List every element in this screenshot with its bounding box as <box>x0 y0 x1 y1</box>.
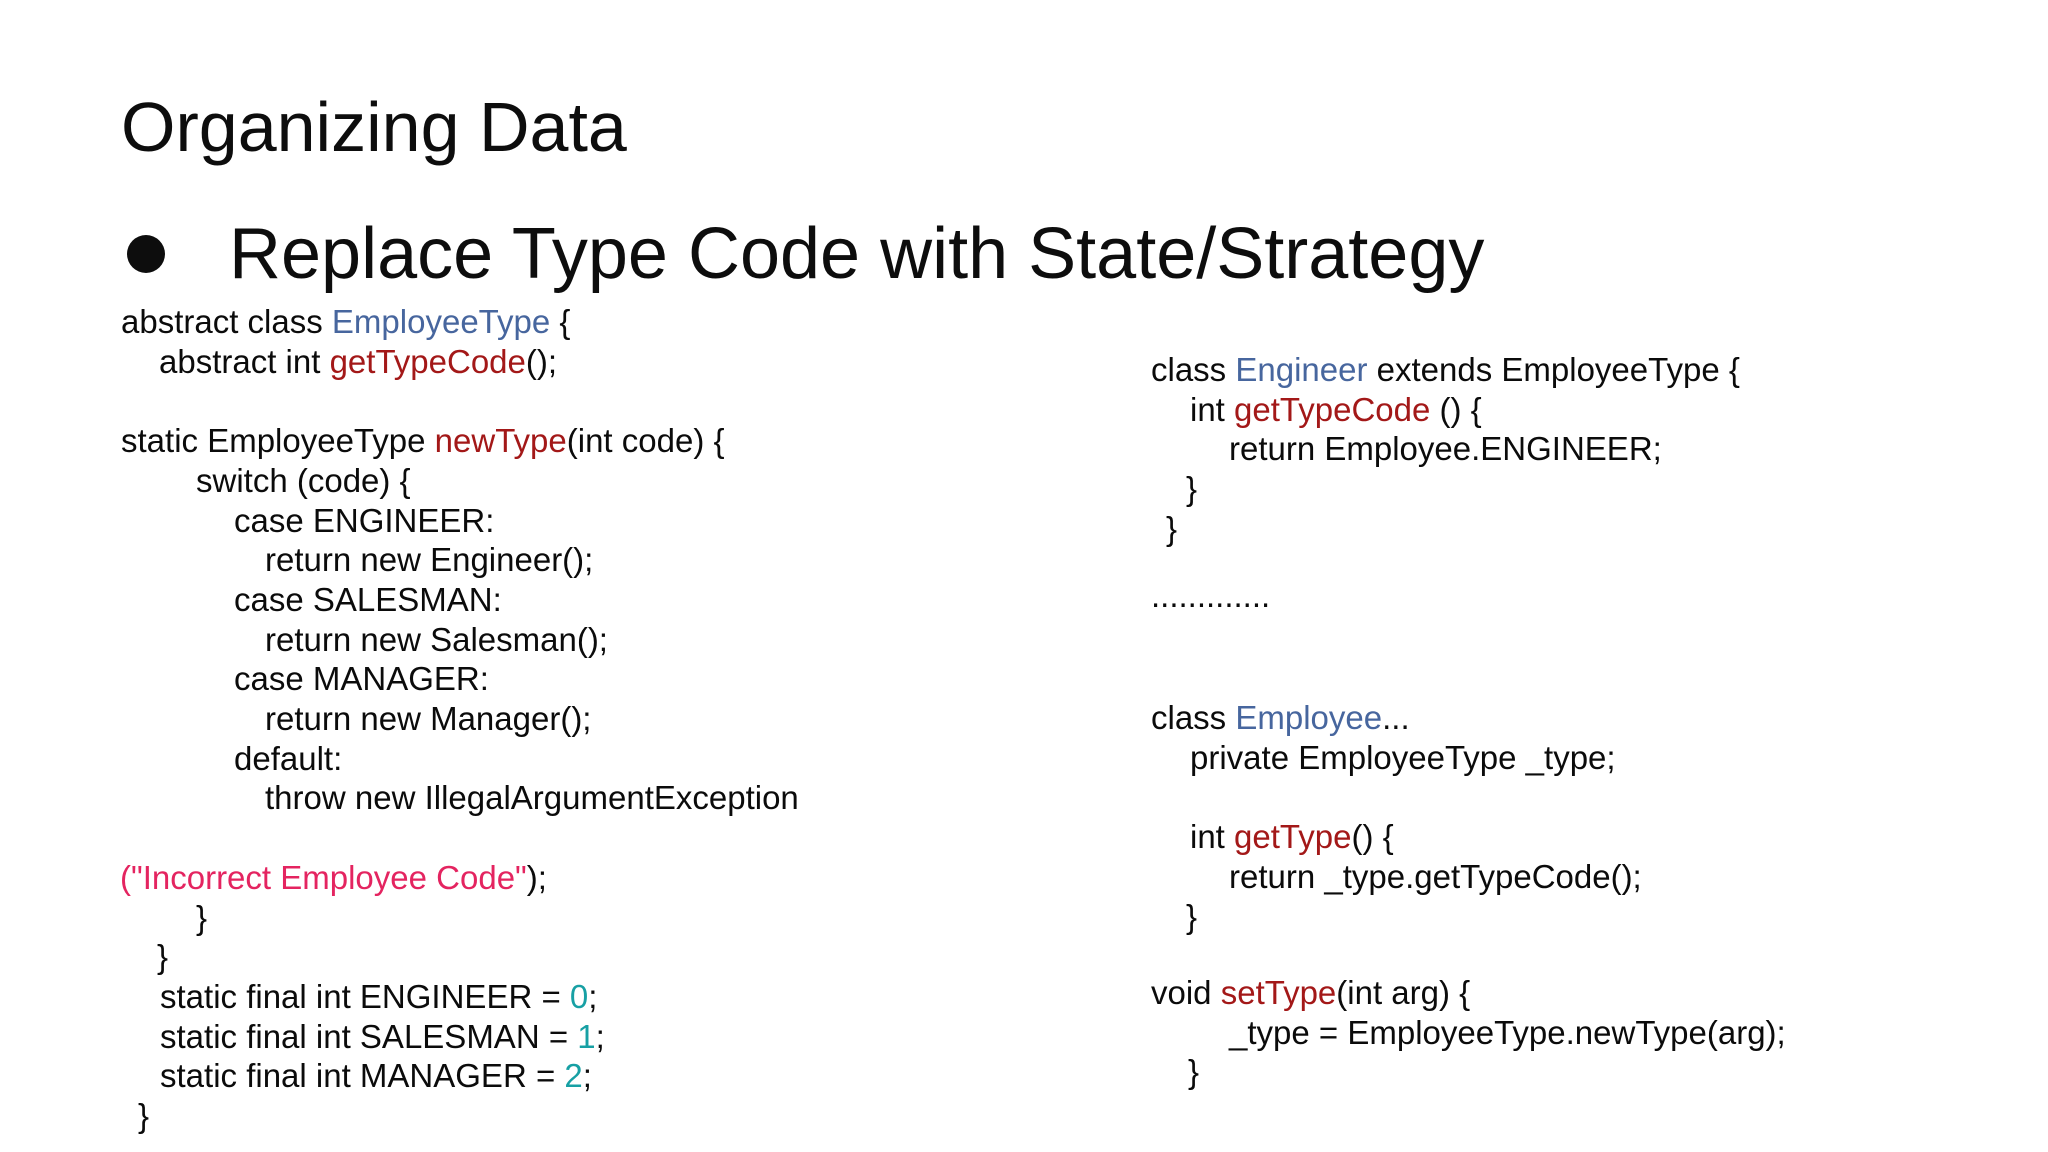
code-token: case MANAGER: <box>234 660 489 698</box>
code-token: Employee <box>1235 699 1383 736</box>
code-line: } <box>1186 469 1197 509</box>
page-title: Organizing Data <box>121 88 627 166</box>
code-token: return new Engineer(); <box>265 541 594 579</box>
code-token: default: <box>234 739 343 777</box>
code-line: } <box>1186 897 1197 937</box>
code-token: static final int MANAGER = <box>160 1057 565 1095</box>
code-token: throw new IllegalArgumentException <box>265 779 799 817</box>
code-token: ... <box>1382 699 1410 736</box>
code-line: int getTypeCode () { <box>1190 390 1482 430</box>
code-token: 2 <box>564 1057 583 1095</box>
code-token: switch (code) { <box>196 461 411 499</box>
code-token: 1 <box>577 1017 596 1055</box>
code-token: int <box>1190 818 1235 856</box>
code-line: case MANAGER: <box>234 659 489 699</box>
code-token: return new Salesman(); <box>265 620 608 658</box>
code-token: getType <box>1234 818 1352 856</box>
code-token: class <box>1151 351 1236 388</box>
code-token: (int arg) { <box>1336 974 1471 1011</box>
code-line: static final int MANAGER = 2; <box>160 1056 592 1096</box>
code-line: int getType() { <box>1190 817 1394 857</box>
code-token: getTypeCode <box>329 342 526 380</box>
code-token: } <box>1186 897 1198 935</box>
code-token: (int code) { <box>566 422 725 460</box>
code-line: _type = EmployeeType.newType(arg); <box>1229 1013 1786 1053</box>
code-line: } <box>196 898 207 938</box>
code-token: setType <box>1220 974 1337 1011</box>
code-token: } <box>1186 470 1198 508</box>
code-line: class Engineer extends EmployeeType { <box>1151 350 1740 390</box>
code-token: newType <box>434 422 567 460</box>
code-line: case ENGINEER: <box>234 501 494 541</box>
code-token: extends EmployeeType { <box>1367 351 1740 388</box>
code-token: () { <box>1351 818 1394 856</box>
code-token: private EmployeeType _type; <box>1190 738 1616 776</box>
code-token: void <box>1151 974 1221 1011</box>
code-line: return new Salesman(); <box>265 620 608 660</box>
code-token: static final int ENGINEER = <box>160 977 570 1015</box>
code-line: void setType(int arg) { <box>1151 973 1470 1013</box>
code-line: abstract class EmployeeType { <box>121 302 570 342</box>
code-line: default: <box>234 739 342 779</box>
code-line: case SALESMAN: <box>234 580 502 620</box>
code-line: static final int ENGINEER = 0; <box>160 977 597 1017</box>
code-token: return Employee.ENGINEER; <box>1229 430 1662 468</box>
code-token: static final int SALESMAN = <box>160 1017 578 1055</box>
code-token: _type = EmployeeType.newType(arg); <box>1229 1013 1786 1051</box>
code-token: (); <box>525 342 558 380</box>
code-token: ); <box>526 858 547 896</box>
code-line: private EmployeeType _type; <box>1190 738 1616 778</box>
code-line: switch (code) { <box>196 461 411 501</box>
code-token: } <box>196 898 208 936</box>
code-token: case SALESMAN: <box>234 580 502 618</box>
code-token: 0 <box>569 977 589 1015</box>
code-token: case ENGINEER: <box>234 501 495 539</box>
code-line: return _type.getTypeCode(); <box>1229 857 1642 897</box>
code-token: getTypeCode <box>1234 390 1431 428</box>
code-token: } <box>157 938 169 976</box>
code-line: return new Engineer(); <box>265 540 593 580</box>
code-line: return new Manager(); <box>265 699 591 739</box>
code-line: ............. <box>1151 576 1270 616</box>
code-token: class <box>1151 699 1236 736</box>
code-token: static EmployeeType <box>121 422 435 460</box>
code-token: } <box>1188 1053 1200 1091</box>
code-line: } <box>138 1096 149 1136</box>
code-token: ("Incorrect Employee Code" <box>120 858 527 896</box>
code-line: ("Incorrect Employee Code"); <box>120 858 547 898</box>
code-token: int <box>1190 390 1235 428</box>
code-token: abstract class <box>121 303 332 340</box>
code-token: () { <box>1430 390 1482 428</box>
code-token: ; <box>595 1017 605 1055</box>
code-token: } <box>138 1097 150 1134</box>
code-token: ............. <box>1151 577 1271 614</box>
code-token: { <box>550 303 571 340</box>
code-line: throw new IllegalArgumentException <box>265 778 799 818</box>
code-line: } <box>1188 1052 1199 1092</box>
code-line: abstract int getTypeCode(); <box>159 342 557 382</box>
code-token: } <box>1166 509 1178 547</box>
code-token: Engineer <box>1235 351 1368 388</box>
code-token: ; <box>588 977 598 1015</box>
code-token: EmployeeType <box>331 303 551 340</box>
code-token: return new Manager(); <box>265 700 592 737</box>
code-line: } <box>1166 509 1177 549</box>
code-line: static EmployeeType newType(int code) { <box>121 421 725 461</box>
code-line: static final int SALESMAN = 1; <box>160 1017 605 1057</box>
code-line: } <box>157 937 168 977</box>
code-line: return Employee.ENGINEER; <box>1229 429 1662 469</box>
code-line: class Employee... <box>1151 698 1410 738</box>
code-token: ; <box>582 1057 592 1095</box>
bullet-marker-icon <box>127 235 165 273</box>
bullet-text: Replace Type Code with State/Strategy <box>229 214 1485 294</box>
code-token: abstract int <box>159 342 330 380</box>
code-token: return _type.getTypeCode(); <box>1229 857 1642 895</box>
